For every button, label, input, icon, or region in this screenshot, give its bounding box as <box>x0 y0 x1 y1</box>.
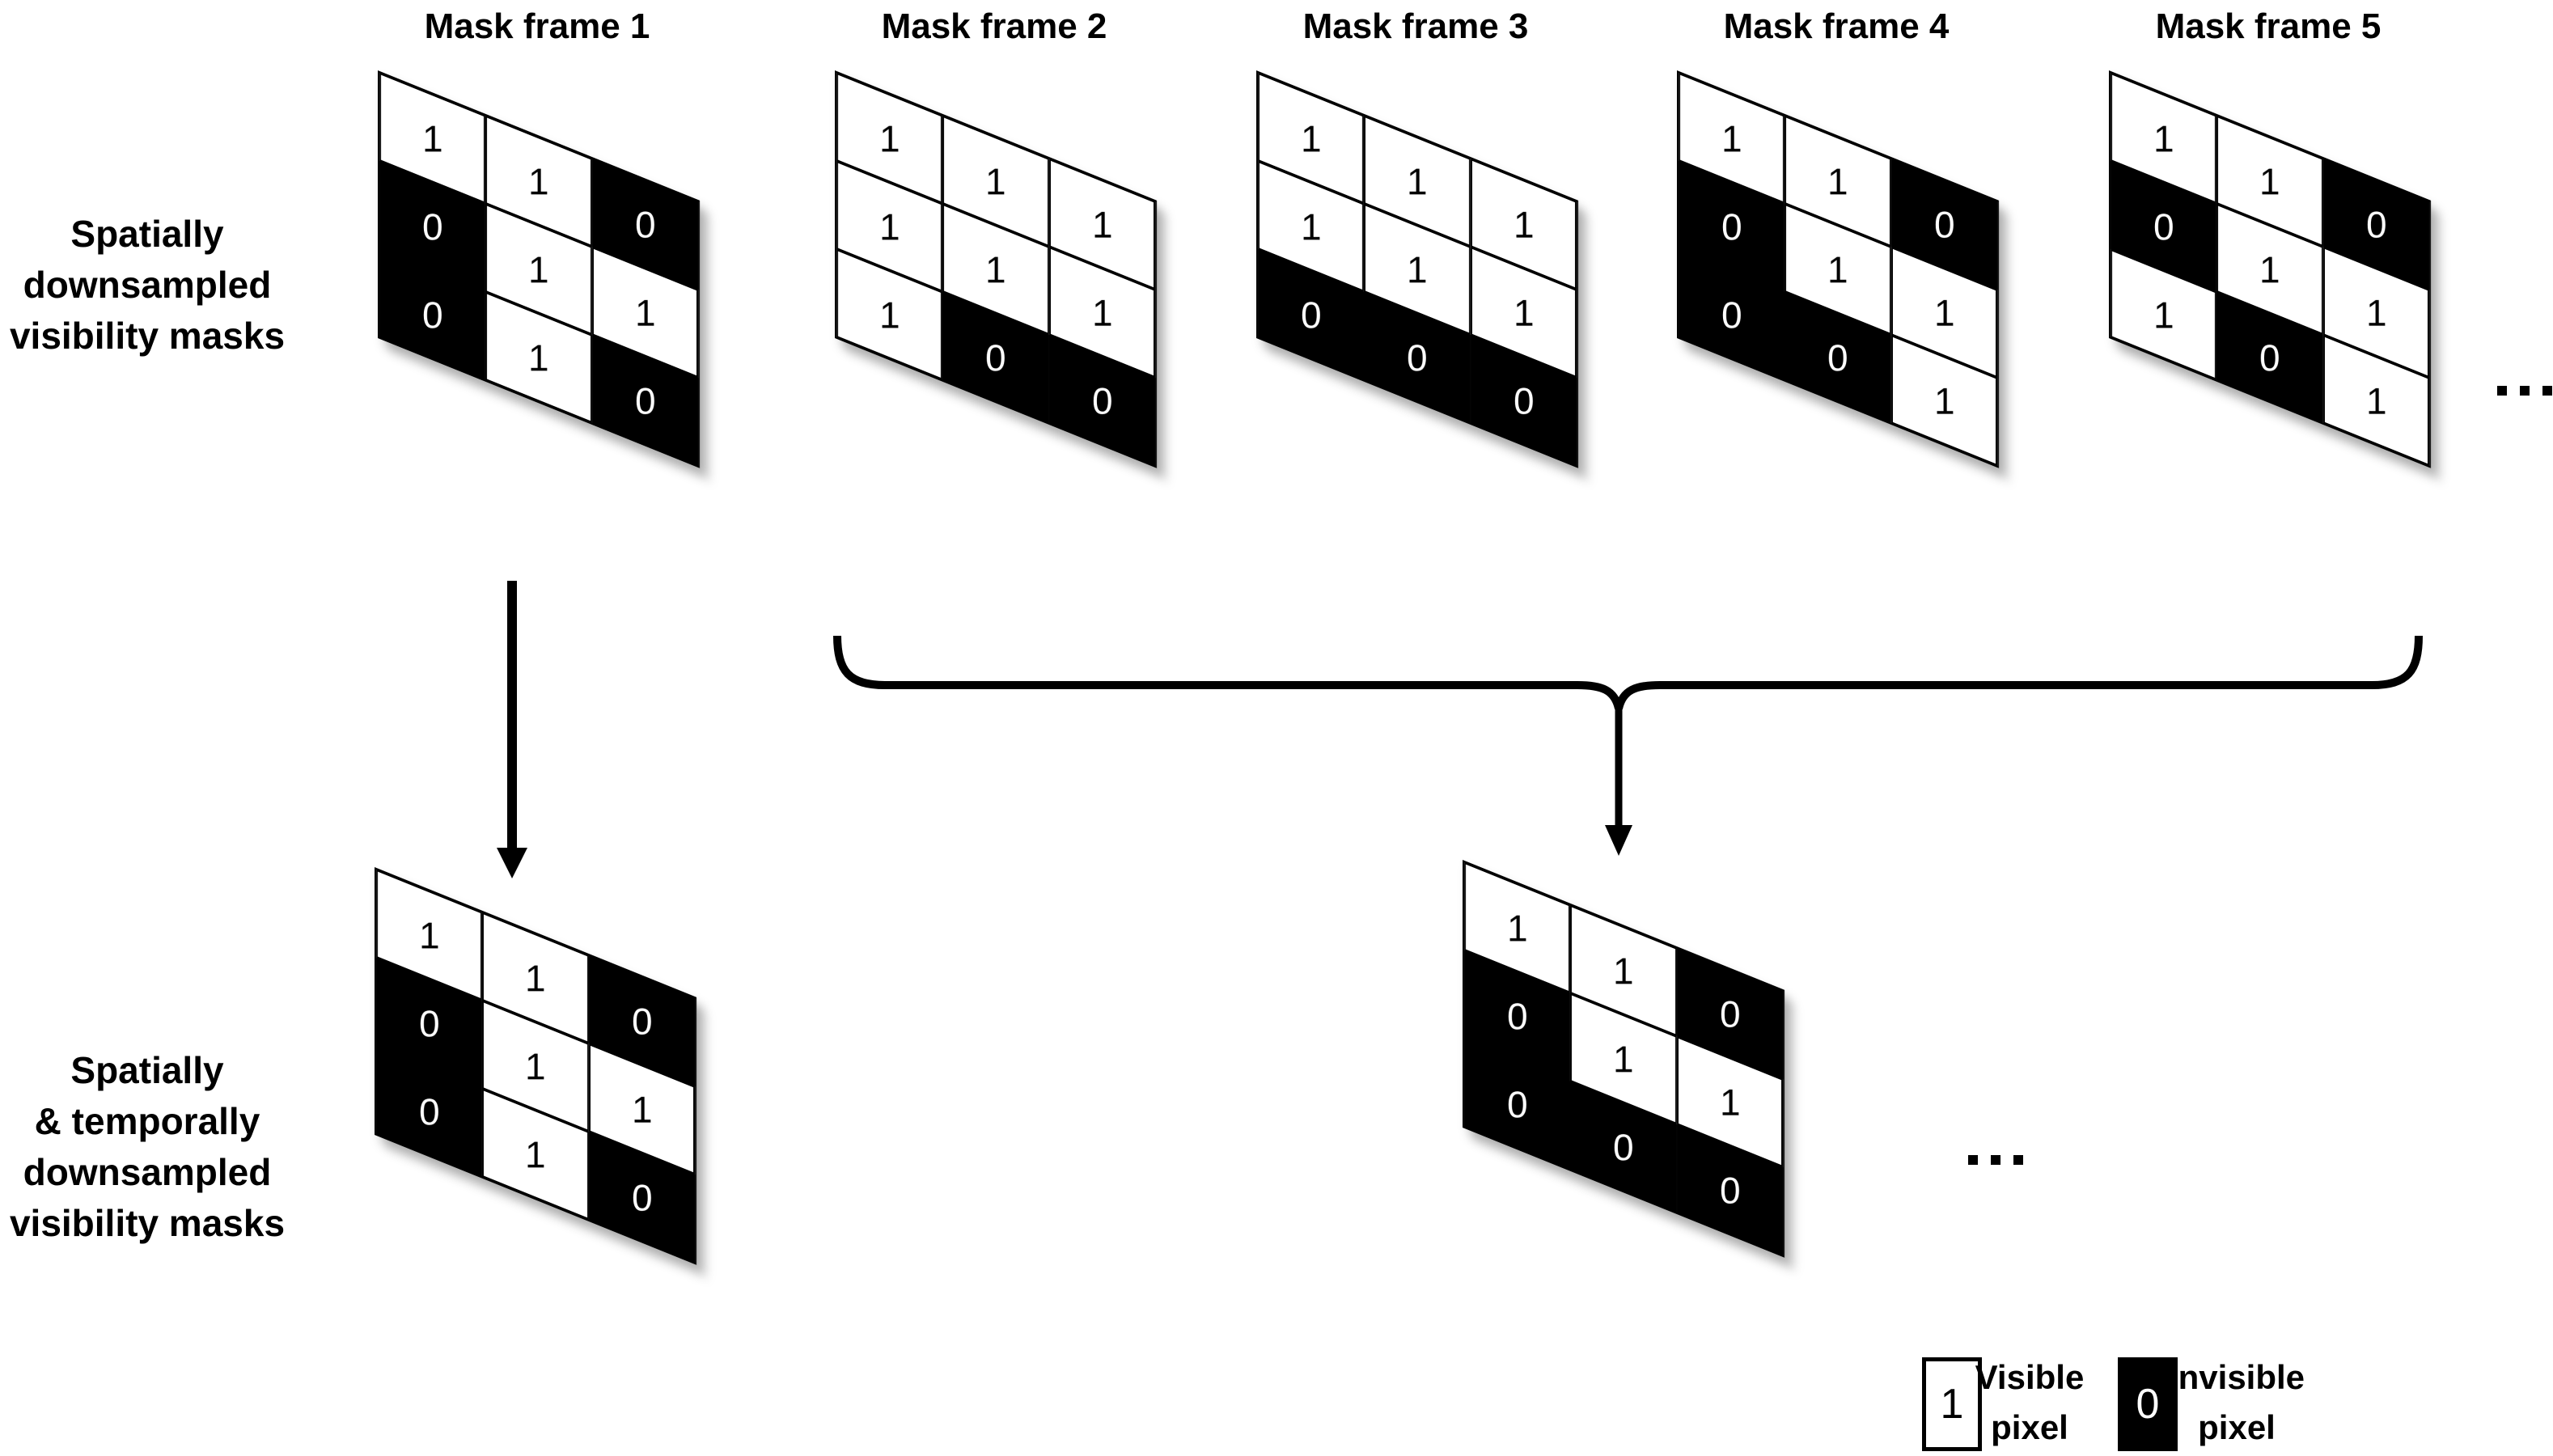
legend-invisible-value: 0 <box>2136 1381 2160 1428</box>
temporal-merge-brace <box>833 635 2423 710</box>
bottom-row-label: Spatially & temporally downsampled visibili… <box>5 1045 290 1249</box>
legend-visible-value: 1 <box>1940 1381 1964 1428</box>
row-label-line: downsampled <box>23 1151 272 1193</box>
ellipsis-bottom-icon <box>1968 1155 2023 1165</box>
downsample-arrow-merged <box>1605 705 1632 856</box>
row-label-line: Spatially <box>70 213 224 255</box>
row-label-line: Spatially <box>70 1049 224 1091</box>
arrowhead-icon <box>497 848 527 878</box>
legend-visible-swatch: 1 <box>1922 1357 1982 1451</box>
arrowhead-icon <box>1605 825 1632 856</box>
mask-frame-title: Mask frame 3 <box>1302 6 1529 46</box>
legend-visible-label: Visible pixel <box>1975 1358 2085 1446</box>
row-label-line: & temporally <box>34 1100 260 1142</box>
row-label-line: downsampled <box>23 264 272 306</box>
mask-frame-title: Mask frame 4 <box>1723 6 1950 46</box>
mask-frame-title: Mask frame 5 <box>2155 6 2382 46</box>
row-label-line: visibility masks <box>9 315 286 357</box>
downsample-arrow-frame1 <box>497 581 527 878</box>
legend-invisible-swatch: 0 <box>2118 1357 2178 1451</box>
ellipsis-top-icon <box>2497 386 2552 396</box>
top-row-label: Spatially downsampled visibility masks <box>5 209 290 362</box>
legend-invisible-label: Invisible pixel <box>2168 1358 2305 1446</box>
mask-frame-title: Mask frame 2 <box>881 6 1107 46</box>
mask-frame-title: Mask frame 1 <box>424 6 650 46</box>
row-label-line: visibility masks <box>9 1202 286 1244</box>
